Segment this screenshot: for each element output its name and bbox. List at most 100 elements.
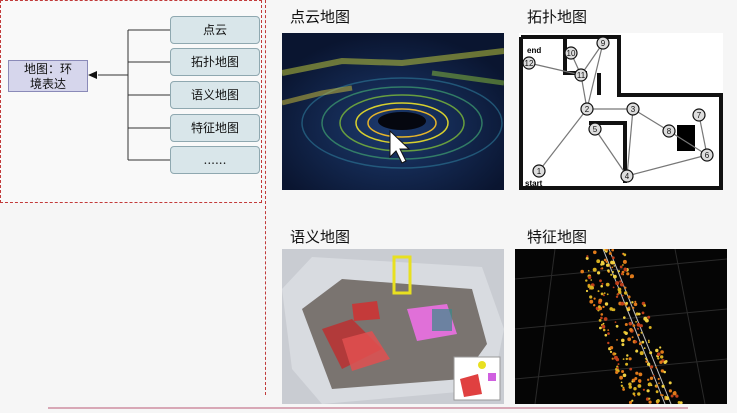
- feature-point: [652, 374, 655, 377]
- feature-point: [611, 266, 614, 269]
- feature-point: [623, 267, 628, 272]
- topology-image: 1 2 3 4 5 6 7 8 9 10 11 12 start end: [519, 33, 723, 190]
- feature-point: [626, 272, 630, 276]
- feature-point: [659, 346, 662, 349]
- feature-point: [599, 279, 602, 283]
- feature-point: [660, 355, 664, 359]
- feature-point: [631, 380, 634, 383]
- feature-point: [655, 366, 658, 369]
- feature-point: [617, 363, 620, 366]
- topo-node-4: 4: [625, 172, 630, 181]
- feature-point: [590, 279, 592, 281]
- feature-point: [650, 365, 654, 369]
- feature-point: [601, 324, 606, 329]
- feature-point: [621, 270, 625, 274]
- feature-point: [600, 260, 604, 264]
- semantic-title: 语义地图: [290, 228, 351, 246]
- feature-point: [622, 264, 624, 266]
- feature-point: [634, 377, 638, 380]
- feature-point: [605, 260, 608, 263]
- feature-point: [637, 333, 640, 337]
- feature-point: [641, 311, 645, 315]
- feature-point: [620, 301, 625, 306]
- feature-point: [587, 269, 590, 272]
- feature-point: [647, 378, 650, 381]
- feature-point: [648, 382, 652, 386]
- feature-point: [664, 360, 668, 363]
- feature-point: [620, 282, 624, 287]
- feature-point: [639, 324, 643, 328]
- feature-point: [635, 371, 639, 375]
- feature-point: [628, 357, 632, 361]
- feature-point: [629, 328, 633, 332]
- feature-point: [647, 315, 651, 319]
- feature-point: [611, 357, 614, 360]
- feature-point: [580, 269, 584, 274]
- feature-point: [624, 291, 628, 295]
- feature-point: [619, 375, 623, 380]
- feature-point: [640, 331, 643, 334]
- feature-point: [600, 292, 604, 296]
- feature-point: [616, 366, 619, 370]
- feature-point: [634, 300, 637, 303]
- feature-point: [622, 388, 625, 391]
- feature-point: [596, 259, 601, 264]
- feature-point: [593, 297, 596, 300]
- feature-point: [637, 327, 639, 330]
- feature-image: [515, 249, 727, 404]
- topo-node-10: 10: [567, 49, 576, 58]
- feature-point: [611, 256, 615, 260]
- feature-point: [643, 316, 648, 321]
- feature-point: [607, 329, 610, 331]
- feature-point: [585, 279, 588, 282]
- topo-node-3: 3: [631, 105, 636, 114]
- mindmap-connectors: [88, 29, 170, 161]
- feature-point: [621, 370, 625, 373]
- feature-point: [631, 399, 634, 402]
- feature-point: [632, 306, 635, 309]
- feature-point: [660, 393, 663, 396]
- feature-point: [668, 381, 672, 385]
- feature-point: [649, 351, 653, 355]
- feature-point: [641, 340, 645, 344]
- feature-point: [624, 286, 627, 289]
- feature-point: [603, 292, 606, 294]
- pointcloud-image: [282, 33, 504, 190]
- feature-point: [622, 358, 625, 360]
- feature-point: [620, 381, 623, 384]
- feature-point: [586, 255, 589, 258]
- feature-point: [635, 349, 639, 353]
- feature-point: [633, 302, 638, 307]
- feature-point: [598, 319, 602, 322]
- topo-node-11: 11: [577, 71, 586, 80]
- feature-point: [622, 373, 627, 378]
- feature-point: [589, 285, 594, 290]
- feature-point: [625, 301, 628, 305]
- feature-point: [600, 267, 602, 270]
- feature-point: [601, 282, 604, 285]
- feature-point: [615, 324, 619, 328]
- feature-point: [609, 346, 614, 350]
- feature-point: [589, 295, 593, 299]
- feature-point: [611, 249, 614, 252]
- feature-point: [589, 299, 594, 304]
- feature-title: 特征地图: [527, 228, 588, 246]
- feature-point: [615, 370, 619, 374]
- feature-point: [660, 369, 665, 373]
- feature-point: [606, 263, 610, 267]
- feature-point: [655, 390, 659, 394]
- bottom-rule: [48, 407, 688, 409]
- feature-point: [621, 253, 624, 255]
- feature-point: [619, 280, 622, 283]
- feature-point: [627, 337, 632, 342]
- feature-point: [624, 323, 628, 326]
- feature-point: [607, 341, 610, 345]
- feature-point: [622, 259, 627, 264]
- feature-point: [611, 261, 616, 265]
- feature-point: [609, 350, 613, 353]
- topo-node-7: 7: [697, 111, 702, 120]
- feature-point: [628, 400, 633, 404]
- node-pointcloud: 点云: [170, 16, 260, 44]
- feature-point: [655, 399, 660, 404]
- feature-point: [645, 360, 648, 363]
